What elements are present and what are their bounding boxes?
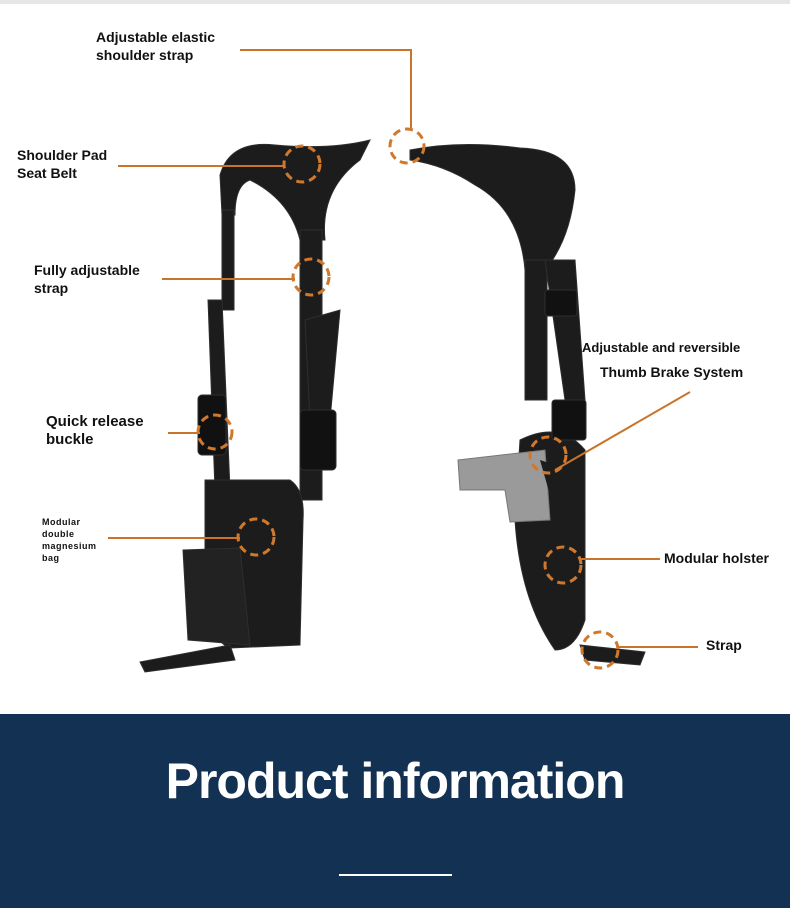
callout-shoulder-pad: Shoulder Pad Seat Belt [17, 147, 108, 181]
highlight-circle [528, 435, 568, 475]
right-foot-strap [579, 644, 646, 666]
callout-quick-release: Quick release buckle [46, 413, 144, 448]
pistol [457, 449, 551, 523]
product-illustration [108, 49, 698, 673]
left-foot-strap [139, 644, 236, 673]
highlight-circle [196, 413, 234, 451]
right-buckle [544, 289, 578, 317]
left-buckle-2 [299, 409, 337, 471]
callout-shoulder-strap: Adjustable elastic shoulder strap [96, 29, 216, 63]
left-tab [304, 309, 341, 421]
right-shoulder-pad [409, 143, 576, 271]
product-info-banner: Product information [0, 714, 790, 908]
right-strap [524, 259, 548, 401]
right-strap-2 [544, 259, 586, 401]
callout-line-thumb-brake [554, 391, 691, 471]
highlight-circle [543, 545, 583, 585]
left-shoulder-pad [219, 139, 371, 241]
highlight-circle [236, 517, 276, 557]
highlight-circle [580, 630, 620, 670]
callout-holster: Modular holster [664, 550, 770, 566]
callout-adjustable-strap: Fully adjustable strap [34, 262, 140, 296]
callout-mag-bag: Modular double magnesium bag [42, 517, 97, 563]
mag-pouch-front [182, 547, 251, 646]
banner-title: Product information [165, 753, 626, 809]
banner-divider [339, 874, 452, 876]
highlight-circle [291, 257, 331, 297]
callout-line-shoulder-strap [240, 49, 412, 128]
top-divider [0, 0, 790, 4]
callout-thumb-brake: Thumb Brake System [600, 364, 744, 380]
callout-strap: Strap [706, 637, 742, 653]
highlight-circle [388, 127, 426, 165]
left-back-strap [221, 209, 235, 311]
thumb-break [540, 460, 585, 530]
right-buckle-2 [551, 399, 587, 441]
callout-reversible: Adjustable and reversible [582, 340, 741, 355]
highlight-circle [282, 144, 322, 184]
